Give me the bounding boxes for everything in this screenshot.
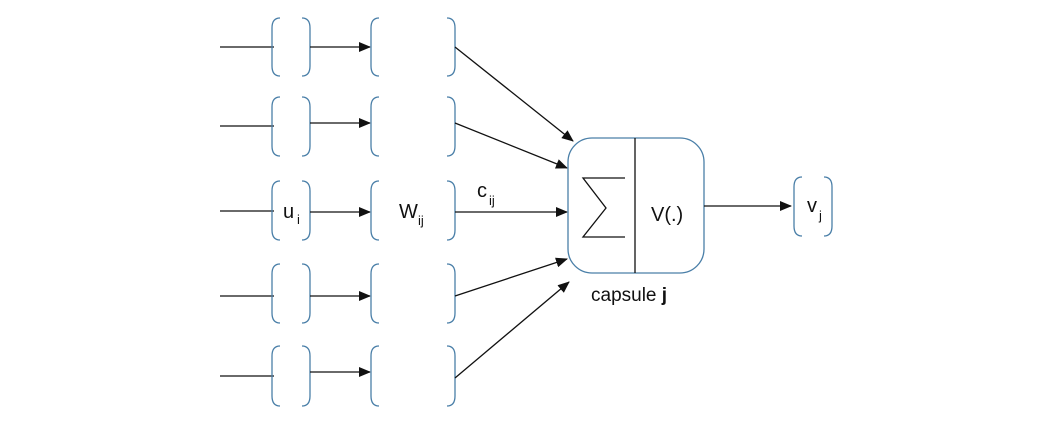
u-bracket-5 [271, 345, 311, 407]
w-bracket-3 [370, 180, 456, 241]
w-bracket-5 [370, 345, 456, 407]
input-row-5 [220, 281, 570, 407]
input-row-2 [220, 96, 568, 169]
v-bracket [793, 176, 833, 237]
w-bracket-4 [370, 263, 456, 324]
w-subscript: ij [418, 213, 424, 228]
capsule-caption-text: capsule [591, 285, 662, 306]
capsule-caption: capsule j [591, 285, 667, 306]
sum-icon [581, 177, 625, 238]
capsule-box [567, 137, 705, 274]
w-bracket-2 [370, 96, 456, 157]
c-label: c [477, 180, 487, 202]
w-label: W [399, 201, 418, 223]
activation-label: V(.) [651, 204, 683, 226]
capsule-j: V(.) capsule j [567, 137, 705, 306]
w-to-capsule-arrow-4 [454, 257, 568, 297]
input-row-1 [220, 17, 574, 142]
v-label: v [807, 195, 817, 217]
u-bracket-2 [271, 96, 311, 157]
w-to-capsule-arrow-1 [454, 46, 574, 142]
c-subscript: ij [489, 193, 495, 208]
w-to-capsule-arrow-5 [454, 281, 570, 379]
capsule-caption-index: j [661, 285, 667, 306]
v-subscript: j [818, 208, 822, 223]
u-label: u [283, 201, 294, 223]
w-to-capsule-arrow-2 [454, 122, 568, 169]
u-bracket-3 [271, 180, 311, 241]
u-subscript: i [297, 212, 300, 227]
w-bracket-1 [370, 17, 456, 77]
input-row-3: u i W ij c ij [220, 180, 568, 241]
input-row-4 [220, 257, 568, 324]
u-bracket-4 [271, 263, 311, 324]
u-bracket-1 [271, 17, 311, 77]
